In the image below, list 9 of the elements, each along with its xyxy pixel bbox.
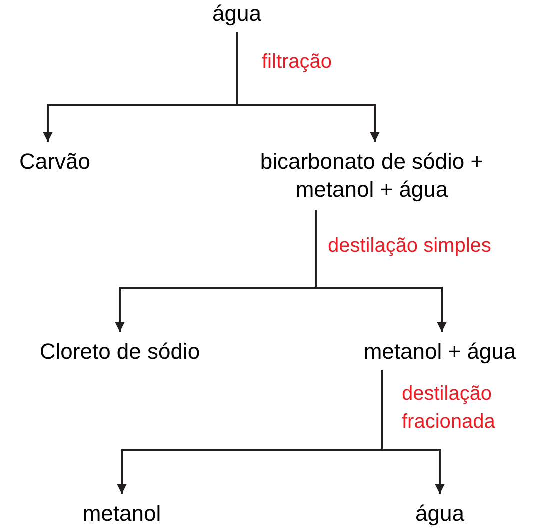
- substance-label: metanol: [62, 500, 182, 528]
- substance-label: água: [197, 0, 277, 28]
- arrow: [236, 32, 380, 142]
- substance-label: Cloreto de sódio: [10, 338, 230, 366]
- substance-label: metanol + água: [340, 338, 540, 366]
- substance-label: bicarbonato de sódio + metanol + água: [222, 148, 522, 204]
- arrow: [315, 210, 447, 332]
- substance-label: Carvão: [5, 148, 105, 176]
- substance-label: água: [390, 500, 490, 528]
